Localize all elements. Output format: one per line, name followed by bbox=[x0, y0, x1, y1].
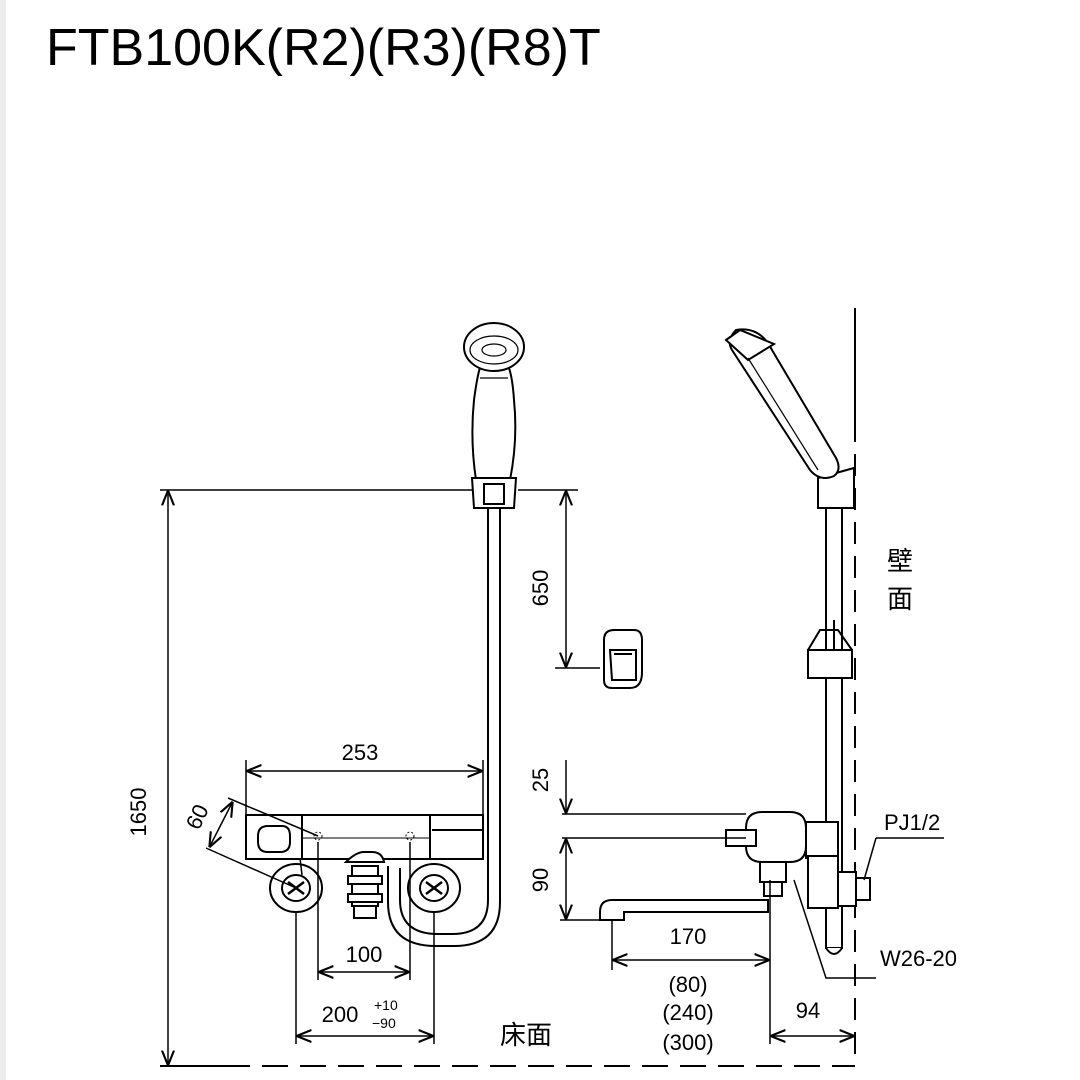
dim-100-text: 100 bbox=[346, 942, 383, 967]
dimension-170 bbox=[611, 880, 771, 1044]
shower-holder-front bbox=[470, 477, 518, 509]
pj-label: PJ1/2 bbox=[884, 810, 940, 835]
left-edge bbox=[0, 0, 6, 1080]
dimension-1650 bbox=[160, 489, 476, 1064]
dimension-60 bbox=[205, 797, 319, 889]
dim-200-tol-minus: −90 bbox=[372, 1015, 396, 1031]
dim-300-text: (300) bbox=[662, 1030, 713, 1055]
dimension-253 bbox=[245, 760, 484, 814]
shower-hook bbox=[603, 629, 643, 689]
dim-60-text: 60 bbox=[181, 800, 214, 833]
dim-200-tol-plus: +10 bbox=[374, 997, 398, 1013]
dim-253-text: 253 bbox=[342, 740, 379, 765]
shower-head-front bbox=[463, 322, 525, 481]
w-label: W26-20 bbox=[880, 946, 957, 971]
dim-240-text: (240) bbox=[662, 1000, 713, 1025]
leader-lines bbox=[793, 837, 944, 979]
dim-80-text: (80) bbox=[668, 972, 707, 997]
spout-side bbox=[562, 813, 769, 921]
wall-label-top: 壁 bbox=[887, 547, 913, 577]
dimension-650 bbox=[518, 489, 600, 669]
dim-94-text: 94 bbox=[796, 998, 820, 1023]
mixer-body-side bbox=[725, 811, 839, 909]
dim-25-text: 25 bbox=[528, 768, 553, 792]
dim-170-text: 170 bbox=[670, 924, 707, 949]
shower-hose-front bbox=[387, 508, 501, 947]
dimension-200 bbox=[295, 912, 435, 1044]
dimension-100 bbox=[317, 842, 411, 980]
dim-200-text: 200 bbox=[322, 1002, 359, 1027]
dimension-25-90 bbox=[560, 760, 600, 921]
dim-90-text: 90 bbox=[528, 868, 553, 892]
wall-joint bbox=[837, 871, 871, 907]
wall-label-bottom: 面 bbox=[887, 585, 913, 615]
shower-head-side bbox=[724, 328, 840, 479]
dim-1650-text: 1650 bbox=[126, 788, 151, 837]
dim-650-text: 650 bbox=[528, 570, 553, 607]
model-title: FTB100K(R2)(R3)(R8)T bbox=[46, 19, 601, 77]
outlet-front bbox=[343, 851, 386, 919]
floor-label: 床面 bbox=[500, 1021, 552, 1051]
